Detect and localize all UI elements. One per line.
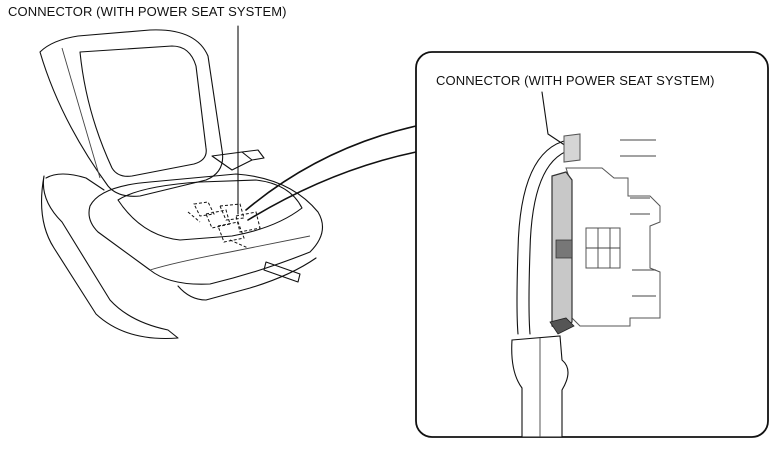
wire-harness-inner bbox=[528, 149, 571, 335]
callout-line-upper bbox=[245, 125, 417, 211]
seat-cushion-front bbox=[177, 257, 317, 301]
seat-lever-tip bbox=[241, 149, 265, 161]
connector-top-tab bbox=[563, 133, 581, 163]
detail-view bbox=[415, 51, 769, 438]
connector-lock bbox=[555, 239, 573, 259]
seat-rail bbox=[263, 261, 301, 283]
callout-wedge bbox=[245, 125, 417, 221]
connector-base bbox=[549, 317, 575, 335]
callout-line-lower bbox=[247, 151, 417, 221]
detail-connector-label: CONNECTOR (WITH POWER SEAT SYSTEM) bbox=[436, 73, 715, 88]
seat-side-top bbox=[45, 173, 105, 191]
seat-back-seam bbox=[61, 47, 101, 179]
seat-cushion-seam bbox=[149, 235, 311, 271]
detail-frame bbox=[415, 51, 769, 438]
connector-ribs bbox=[620, 139, 656, 297]
connector-housing bbox=[565, 167, 661, 327]
wire-harness-outer bbox=[516, 139, 569, 335]
seat-cushion-top bbox=[117, 179, 303, 241]
seat-back-outline bbox=[39, 29, 224, 197]
connector-location-dashed bbox=[187, 201, 261, 249]
connector-latch bbox=[585, 227, 621, 269]
main-connector-label: CONNECTOR (WITH POWER SEAT SYSTEM) bbox=[8, 4, 287, 19]
seat-illustration bbox=[39, 25, 324, 340]
connector-latch-grid bbox=[586, 228, 620, 268]
seat-back-panel bbox=[79, 45, 207, 177]
seat-side-bolster bbox=[41, 175, 179, 340]
seat-recline-lever bbox=[211, 151, 253, 171]
